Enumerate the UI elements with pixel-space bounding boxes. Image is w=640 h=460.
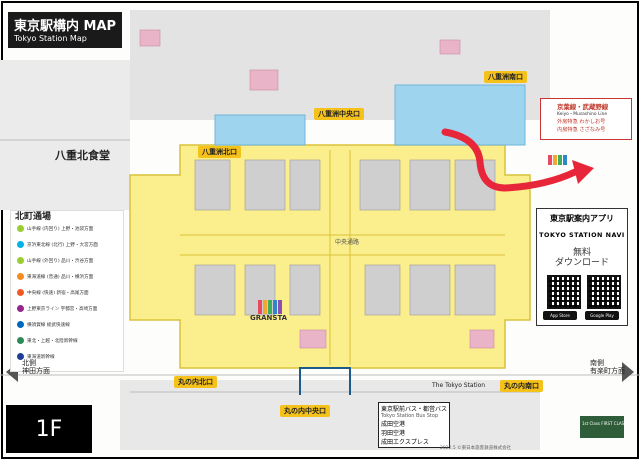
- map-subtitle: Tokyo Station Map: [14, 34, 87, 43]
- qr-code-icon: [547, 275, 581, 309]
- stair-blocks: [194, 159, 496, 316]
- south-direction-label: 南側 有楽町方面: [590, 359, 625, 375]
- concourse-grid: [180, 150, 505, 365]
- gate-yaesu-central[interactable]: 八重洲中央口: [314, 108, 364, 120]
- legend-row: 横須賀線 総武快速線: [17, 321, 70, 328]
- keiyo-subtitle: Keiyo・Musashino Line: [557, 112, 608, 117]
- keiyo-line-box: 京葉線・武蔵野線 Keiyo・Musashino Line 外房特急 わかしお号…: [540, 98, 632, 140]
- app-store-badge[interactable]: App Store: [543, 311, 577, 320]
- legend-row: 東北・上越・北陸新幹線: [17, 337, 78, 344]
- bus-route-path: [299, 367, 351, 395]
- route-arrow-head: [572, 160, 594, 184]
- food-court-label: 八重北食堂: [55, 149, 110, 162]
- gate-yaesu-north[interactable]: 八重洲北口: [198, 146, 241, 158]
- app-name: TOKYO STATION NAVI: [539, 231, 625, 239]
- the-tokyo-station-label: The Tokyo Station: [432, 382, 486, 389]
- legend-row: 東海道新幹線: [17, 353, 55, 360]
- app-heading: 東京駅案内アプリ: [550, 214, 614, 223]
- center-passage-label: 中央通路: [335, 239, 360, 246]
- first-class-badge-text: 1st Class FIRST CLASS: [582, 421, 627, 426]
- map-title: 東京駅構内 MAP: [14, 19, 117, 34]
- gate-marunouchi-south[interactable]: 丸の内南口: [500, 380, 543, 392]
- qr-code-icon: [587, 275, 621, 309]
- map-title-box: 東京駅構内 MAP Tokyo Station Map: [8, 12, 122, 48]
- lower-building-block: [120, 380, 540, 450]
- floor-indicator: 1F: [6, 405, 92, 453]
- legend-heading: 北町通場: [15, 212, 52, 222]
- north-direction-label: 北側 神田方面: [22, 359, 50, 375]
- legend-row: 京浜東北線 (北行) 上野・大宮方面: [17, 241, 98, 248]
- legend-row: 東海道線 (普通) 品川・横浜方面: [17, 273, 93, 280]
- gransta-label: GRANSTA: [250, 314, 288, 322]
- legend-row: 中央線 (快速) 新宿・高尾方面: [17, 289, 89, 296]
- google-play-badge[interactable]: Google Play: [585, 311, 619, 320]
- app-free-download: 無料 ダウンロード: [554, 248, 609, 268]
- platform-legend: 北町通場 山手線 (内回り) 上野・池袋方面 京浜東北線 (北行) 上野・大宮方…: [10, 210, 124, 372]
- gransta-stripes: [258, 155, 567, 314]
- gate-marunouchi-central[interactable]: 丸の内中央口: [280, 405, 330, 417]
- track-lines: [0, 139, 640, 393]
- legend-row: 山手線 (外回り) 品川・渋谷方面: [17, 257, 93, 264]
- gate-marunouchi-north[interactable]: 丸の内北口: [174, 376, 217, 388]
- legend-row: 上野東京ライン 宇都宮・高崎方面: [17, 305, 97, 312]
- south-direction-arrow: [622, 362, 634, 382]
- keiyo-line1: 外房特急 わかしお号: [557, 119, 606, 125]
- keiyo-line2: 内房特急 さざなみ号: [557, 127, 606, 133]
- footer-copyright: 2022.5 ©東日本旅客鉄道株式会社: [440, 446, 512, 451]
- keiyo-title: 京葉線・武蔵野線: [557, 103, 609, 111]
- bus-stop-label: 東京駅前バス・都営バス Tokyo Station Bus Stop 成田空港 …: [378, 402, 451, 448]
- blue-zone-north: [214, 114, 306, 146]
- first-class-badge: [580, 416, 624, 438]
- left-building-block: [0, 60, 130, 210]
- gate-yaesu-south[interactable]: 八重洲南口: [484, 71, 527, 83]
- route-arrow: [441, 128, 579, 192]
- shop-blocks: [139, 29, 495, 349]
- legend-row: 山手線 (内回り) 上野・池袋方面: [17, 225, 93, 232]
- app-promo-box: 東京駅案内アプリ TOKYO STATION NAVI 無料 ダウンロード Ap…: [536, 208, 628, 326]
